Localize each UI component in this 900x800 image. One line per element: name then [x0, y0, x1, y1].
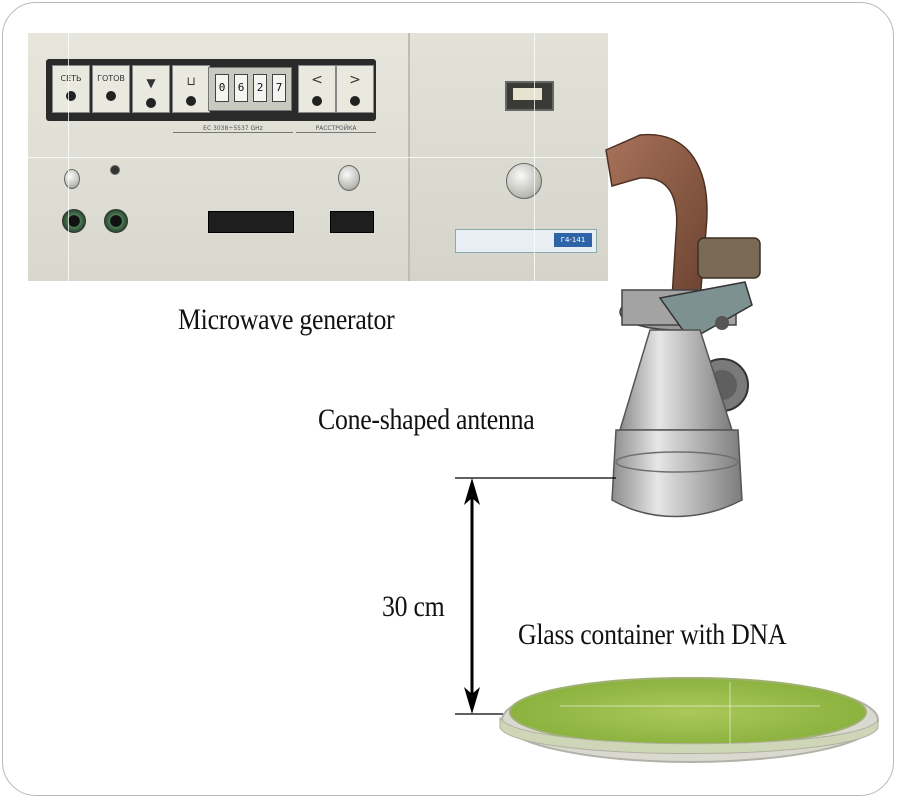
mode-button-label: ⊔: [186, 74, 196, 88]
counter-digit: 0: [215, 74, 229, 102]
down-button: ▼: [132, 65, 170, 113]
ready-button-label: ГОТОВ: [97, 74, 125, 83]
right-tune-button: >: [336, 65, 374, 113]
generator-label: Microwave generator: [178, 303, 395, 336]
toggle-switch: [64, 169, 80, 189]
left-tune-button: <: [298, 65, 336, 113]
photo-gridline: [68, 33, 69, 281]
button-strip: СЕТЬ ГОТОВ ▼ ⊔ 0 6 2 7 < >: [46, 59, 376, 121]
right-tune-label: >: [349, 72, 361, 88]
power-button: СЕТЬ: [52, 65, 90, 113]
distance-label: 30 cm: [382, 590, 445, 623]
input-jack-2: [104, 209, 128, 233]
power-button-label: СЕТЬ: [60, 74, 82, 83]
photo-gridline: [534, 33, 535, 281]
power-knob: [338, 165, 360, 191]
microwave-generator-photo: СЕТЬ ГОТОВ ▼ ⊔ 0 6 2 7 < > ЕС 3038÷5537 …: [28, 33, 608, 281]
mode-rocker-switches: [208, 211, 294, 233]
frequency-range-label: ЕС 3038÷5537 GHz: [173, 125, 293, 133]
frequency-counter: 0 6 2 7: [208, 67, 292, 111]
counter-digit: 6: [234, 74, 248, 102]
counter-digit: 7: [272, 74, 286, 102]
indicator-lamp: [110, 165, 120, 175]
ready-button: ГОТОВ: [92, 65, 130, 113]
tuning-label: РАССТРОЙКА: [296, 125, 376, 133]
counter-digit: 2: [253, 74, 267, 102]
mode-button: ⊔: [172, 65, 210, 113]
model-tag: Г4-141: [554, 233, 592, 247]
photo-gridline: [28, 157, 608, 158]
antenna-label: Cone-shaped antenna: [318, 403, 535, 436]
output-level-knob: [506, 163, 542, 199]
dish-label: Glass container with DNA: [518, 618, 787, 651]
model-plate: Г4-141: [455, 229, 597, 253]
power-rocker-switch: [330, 211, 374, 233]
generator-left-panel: СЕТЬ ГОТОВ ▼ ⊔ 0 6 2 7 < > ЕС 3038÷5537 …: [28, 33, 410, 281]
input-jack-1: [62, 209, 86, 233]
left-tune-label: <: [311, 72, 323, 88]
down-button-label: ▼: [146, 76, 156, 90]
output-meter: [505, 81, 554, 111]
